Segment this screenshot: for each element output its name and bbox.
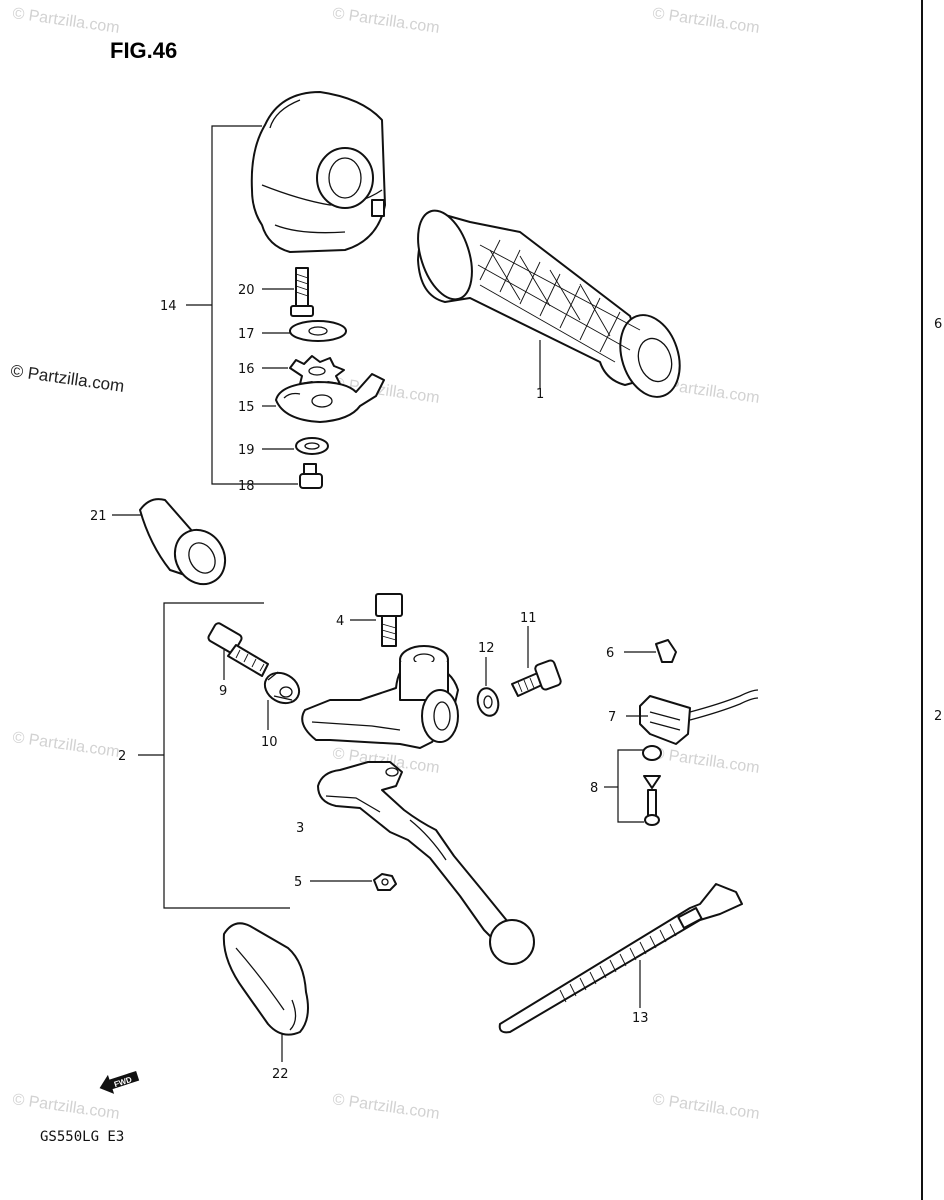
callout-12: 12 xyxy=(478,641,495,656)
callout-14: 14 xyxy=(160,299,177,314)
fwd-arrow-icon: FWD xyxy=(99,1070,140,1094)
callout-13: 13 xyxy=(632,1011,649,1026)
watermark: © Partzilla.com xyxy=(651,745,760,777)
callout-1: 1 xyxy=(536,387,544,402)
watermark: © Partzilla.com xyxy=(11,5,120,37)
pivot-bolt-11 xyxy=(511,659,562,697)
callout-18: 18 xyxy=(238,479,255,494)
grip-1 xyxy=(417,209,681,398)
callout-5: 5 xyxy=(294,875,302,890)
callout-21: 21 xyxy=(90,509,107,524)
adjuster-bolt-9 xyxy=(207,622,269,677)
cable-band-13 xyxy=(498,883,743,1034)
callout-15: 15 xyxy=(238,400,255,415)
callout-2: 2 xyxy=(118,749,126,764)
callout-3: 3 xyxy=(296,821,304,836)
bolt-4 xyxy=(375,593,403,647)
clutch-lever-3 xyxy=(317,761,535,965)
screw-set-8 xyxy=(642,745,662,826)
lever-cover-22 xyxy=(222,922,309,1036)
callout-10: 10 xyxy=(261,735,278,750)
switch-plate-15 xyxy=(275,373,385,423)
fwd-label: FWD xyxy=(113,1075,133,1089)
lever-holder xyxy=(301,645,459,749)
edge-mark: 6 xyxy=(934,317,942,332)
clutch-switch-7 xyxy=(639,689,759,745)
watermark: © Partzilla.com xyxy=(11,1091,120,1123)
watermark-layer: © Partzilla.com © Partzilla.com © Partzi… xyxy=(11,5,760,1123)
edge-mark: 2 xyxy=(934,709,942,724)
watermark-dark: © Partzilla.com xyxy=(9,361,125,396)
watermark: © Partzilla.com xyxy=(11,729,120,761)
nut-5 xyxy=(373,873,397,891)
callout-22: 22 xyxy=(272,1067,289,1082)
watermark: © Partzilla.com xyxy=(331,5,440,37)
screw-6 xyxy=(655,639,677,663)
washer-17 xyxy=(289,320,347,342)
watermark: © Partzilla.com xyxy=(331,1091,440,1123)
washer-19 xyxy=(295,437,329,455)
callout-20: 20 xyxy=(238,283,255,298)
callout-16: 16 xyxy=(238,362,255,377)
callout-9: 9 xyxy=(219,684,227,699)
boot-21 xyxy=(139,498,227,586)
callout-8: 8 xyxy=(590,781,598,796)
callout-7: 7 xyxy=(608,710,616,725)
callout-6: 6 xyxy=(606,646,614,661)
figure-title: FIG.46 xyxy=(110,38,177,63)
callout-17: 17 xyxy=(238,327,255,342)
callout-19: 19 xyxy=(238,443,255,458)
callout-11: 11 xyxy=(520,611,537,626)
switch-housing xyxy=(250,91,386,253)
screw-18 xyxy=(299,463,323,489)
callout-4: 4 xyxy=(336,614,344,629)
watermark: © Partzilla.com xyxy=(651,1091,760,1123)
watermark: © Partzilla.com xyxy=(651,5,760,37)
washer-12 xyxy=(476,687,500,717)
model-code: GS550LG E3 xyxy=(40,1129,124,1145)
locknut-10 xyxy=(263,671,301,705)
screw-20 xyxy=(290,267,314,317)
